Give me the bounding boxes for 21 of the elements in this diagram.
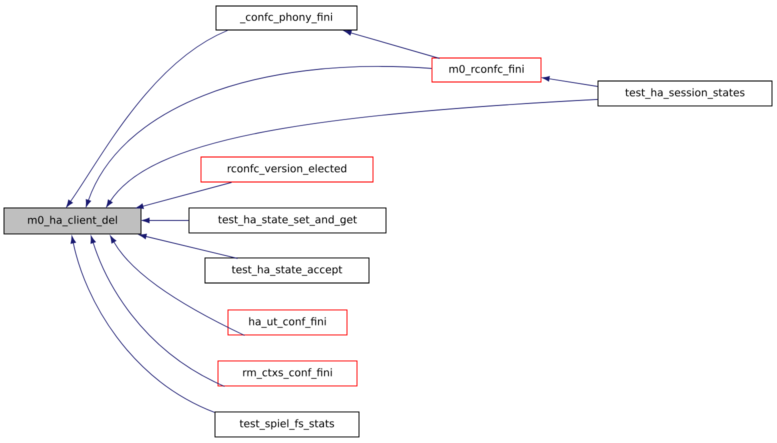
function-box: rconfc_version_elected bbox=[200, 156, 374, 182]
function-box: test_ha_session_states bbox=[598, 80, 772, 106]
function-box: test_ha_state_set_and_get bbox=[188, 208, 386, 234]
arrow bbox=[142, 218, 189, 224]
arrow bbox=[66, 30, 228, 208]
arrow bbox=[110, 236, 245, 336]
arrow bbox=[542, 76, 598, 87]
arrow bbox=[86, 66, 432, 208]
arrow bbox=[138, 234, 238, 259]
arrow bbox=[106, 99, 598, 208]
function-box: m0_ha_client_del bbox=[4, 208, 142, 234]
arrow bbox=[344, 30, 440, 59]
function-box: _confc_phony_fini bbox=[216, 6, 358, 30]
function-box: test_ha_state_accept bbox=[204, 258, 370, 284]
arrow bbox=[136, 182, 232, 209]
function-box: ha_ut_conf_fini bbox=[228, 310, 348, 336]
function-box: m0_rconfc_fini bbox=[432, 58, 542, 82]
arrow bbox=[70, 236, 215, 413]
arrow bbox=[90, 236, 225, 387]
function-box: test_spiel_fs_stats bbox=[214, 412, 360, 438]
function-box: rm_ctxs_conf_fini bbox=[218, 360, 358, 386]
